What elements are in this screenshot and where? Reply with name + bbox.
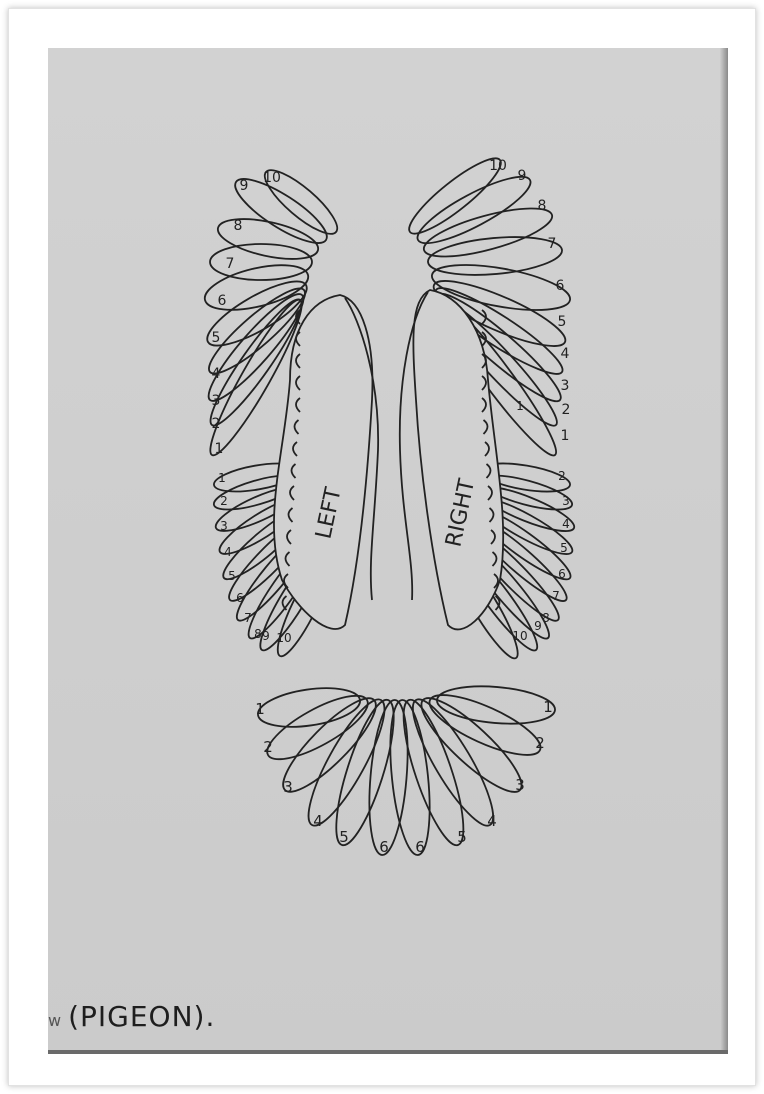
right-primary-number: 4 xyxy=(561,346,570,362)
tail-feather xyxy=(364,698,413,856)
right-secondary-number: 9 xyxy=(534,619,542,633)
tail-number: 4 xyxy=(313,812,323,830)
left-primary-number: 8 xyxy=(234,218,243,234)
tail-number: 6 xyxy=(415,838,425,856)
left-secondary-number: 10 xyxy=(276,631,291,645)
right-primary-number: 2 xyxy=(562,402,571,418)
tail-number: 3 xyxy=(515,776,525,794)
right-secondary-number: 7 xyxy=(552,589,560,603)
right-wing-coverts xyxy=(413,290,503,629)
left-secondary-number: 4 xyxy=(224,545,232,559)
tail-number: 3 xyxy=(283,778,293,796)
left-secondary-number: 5 xyxy=(228,569,236,583)
left-secondary-number: 8 xyxy=(254,627,262,641)
caption-fragment: w xyxy=(48,1011,62,1030)
left-secondary-number: 6 xyxy=(236,591,244,605)
left-primary-feather xyxy=(201,257,313,319)
tail-feather xyxy=(296,691,397,833)
right-primary-feather xyxy=(420,199,557,267)
tail-number: 6 xyxy=(379,838,389,856)
left-primary-number: 4 xyxy=(212,366,221,382)
left-primary-number: 7 xyxy=(226,256,235,272)
left-primary-number: 10 xyxy=(263,170,281,186)
right-primary-number: 3 xyxy=(561,378,570,394)
right-primary-number: 1 xyxy=(561,428,570,444)
left-secondary-number: 3 xyxy=(220,519,228,533)
right-secondary-number: 2 xyxy=(558,469,566,483)
right-secondary-number: 6 xyxy=(558,567,566,581)
right-secondary-number: 3 xyxy=(562,494,570,508)
tail-number: 2 xyxy=(535,734,545,752)
right-secondary-number: 10 xyxy=(512,629,527,643)
left-wing xyxy=(199,161,378,661)
right-primary-number: 7 xyxy=(548,236,557,252)
left-secondary-number: 7 xyxy=(244,611,252,625)
tail-number: 1 xyxy=(255,700,265,718)
tail-feather xyxy=(435,682,556,728)
tail-number: 5 xyxy=(457,828,467,846)
left-primary-number: 1 xyxy=(215,441,224,457)
left-secondary-number: 9 xyxy=(262,629,270,643)
caption-text: (PIGEON). xyxy=(68,1000,215,1033)
right-primary-number: 6 xyxy=(556,278,565,294)
right-secondary-number: 8 xyxy=(542,611,550,625)
right-secondary-number: 1 xyxy=(516,399,524,413)
right-primary-number: 8 xyxy=(538,198,547,214)
right-secondary-number: 5 xyxy=(560,541,568,555)
left-secondary-number: 2 xyxy=(220,494,228,508)
right-wing xyxy=(400,149,579,664)
tail-feathers xyxy=(255,682,556,857)
right-primary-number: 5 xyxy=(558,314,567,330)
left-primary-number: 6 xyxy=(218,293,227,309)
tail-number: 4 xyxy=(487,812,497,830)
tail-number: 5 xyxy=(339,828,349,846)
right-primary-number: 10 xyxy=(489,158,507,174)
left-primary-number: 2 xyxy=(212,416,221,432)
left-primary-number: 3 xyxy=(212,393,221,409)
left-primary-number: 9 xyxy=(240,178,249,194)
right-primary-number: 9 xyxy=(518,168,527,184)
caption: w (PIGEON). xyxy=(48,1000,215,1033)
left-secondary-number: 1 xyxy=(218,471,226,485)
tail-number: 2 xyxy=(263,738,273,756)
right-secondary-number: 4 xyxy=(562,517,570,531)
left-primary-number: 5 xyxy=(212,330,221,346)
tail-number: 1 xyxy=(543,698,553,716)
tail-feather xyxy=(423,684,548,767)
